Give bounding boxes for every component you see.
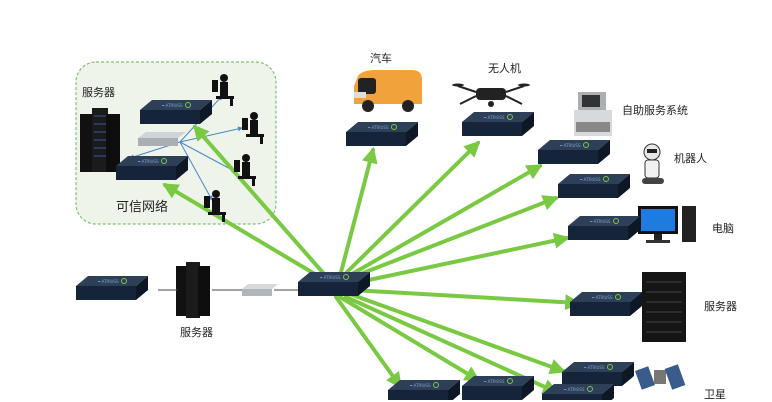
gateway-device-cloud-top <box>139 99 213 125</box>
server-right-label: 服务器 <box>704 300 737 313</box>
gateway-device-server-right <box>569 291 643 317</box>
car-label: 汽车 <box>370 52 392 65</box>
trusted-network-title: 可信网络 <box>116 200 169 215</box>
gateway-device-drone <box>461 111 535 137</box>
user-workstation-icon <box>204 74 264 222</box>
hub-gateway-device <box>297 271 371 297</box>
car-icon <box>354 70 422 112</box>
gateway-device-computer <box>567 215 641 241</box>
robot-label: 机器人 <box>674 152 707 165</box>
gateway-device-left <box>75 275 149 301</box>
kiosk-label: 自助服务系统 <box>622 104 688 117</box>
computer-label: 电脑 <box>712 222 734 235</box>
server-rack-icon <box>80 108 120 172</box>
satellite-label: 卫星 <box>704 388 726 401</box>
server-bottom-label: 服务器 <box>180 326 213 339</box>
kiosk-icon <box>574 92 612 136</box>
gateway-device-cloud-bottom <box>115 155 189 181</box>
switch-icon <box>242 284 278 296</box>
gateway-device-bottom-3 <box>541 383 615 400</box>
server-rack-icon <box>176 262 210 318</box>
gateway-device-kiosk <box>537 139 611 165</box>
switch-icon <box>138 132 186 146</box>
gateway-device-bottom-2 <box>461 375 535 400</box>
drone-label: 无人机 <box>488 62 521 75</box>
satellite-icon <box>635 364 686 390</box>
gateway-device-bottom-1 <box>387 379 461 400</box>
server-rack-icon <box>642 272 686 342</box>
cloud-server-label: 服务器 <box>82 86 115 99</box>
computer-icon <box>638 206 696 243</box>
gateway-device-satellite <box>561 361 635 387</box>
gateway-device-robot <box>557 173 631 199</box>
drone-icon <box>452 83 530 107</box>
robot-icon <box>642 143 664 184</box>
gateway-device-car <box>345 121 419 147</box>
